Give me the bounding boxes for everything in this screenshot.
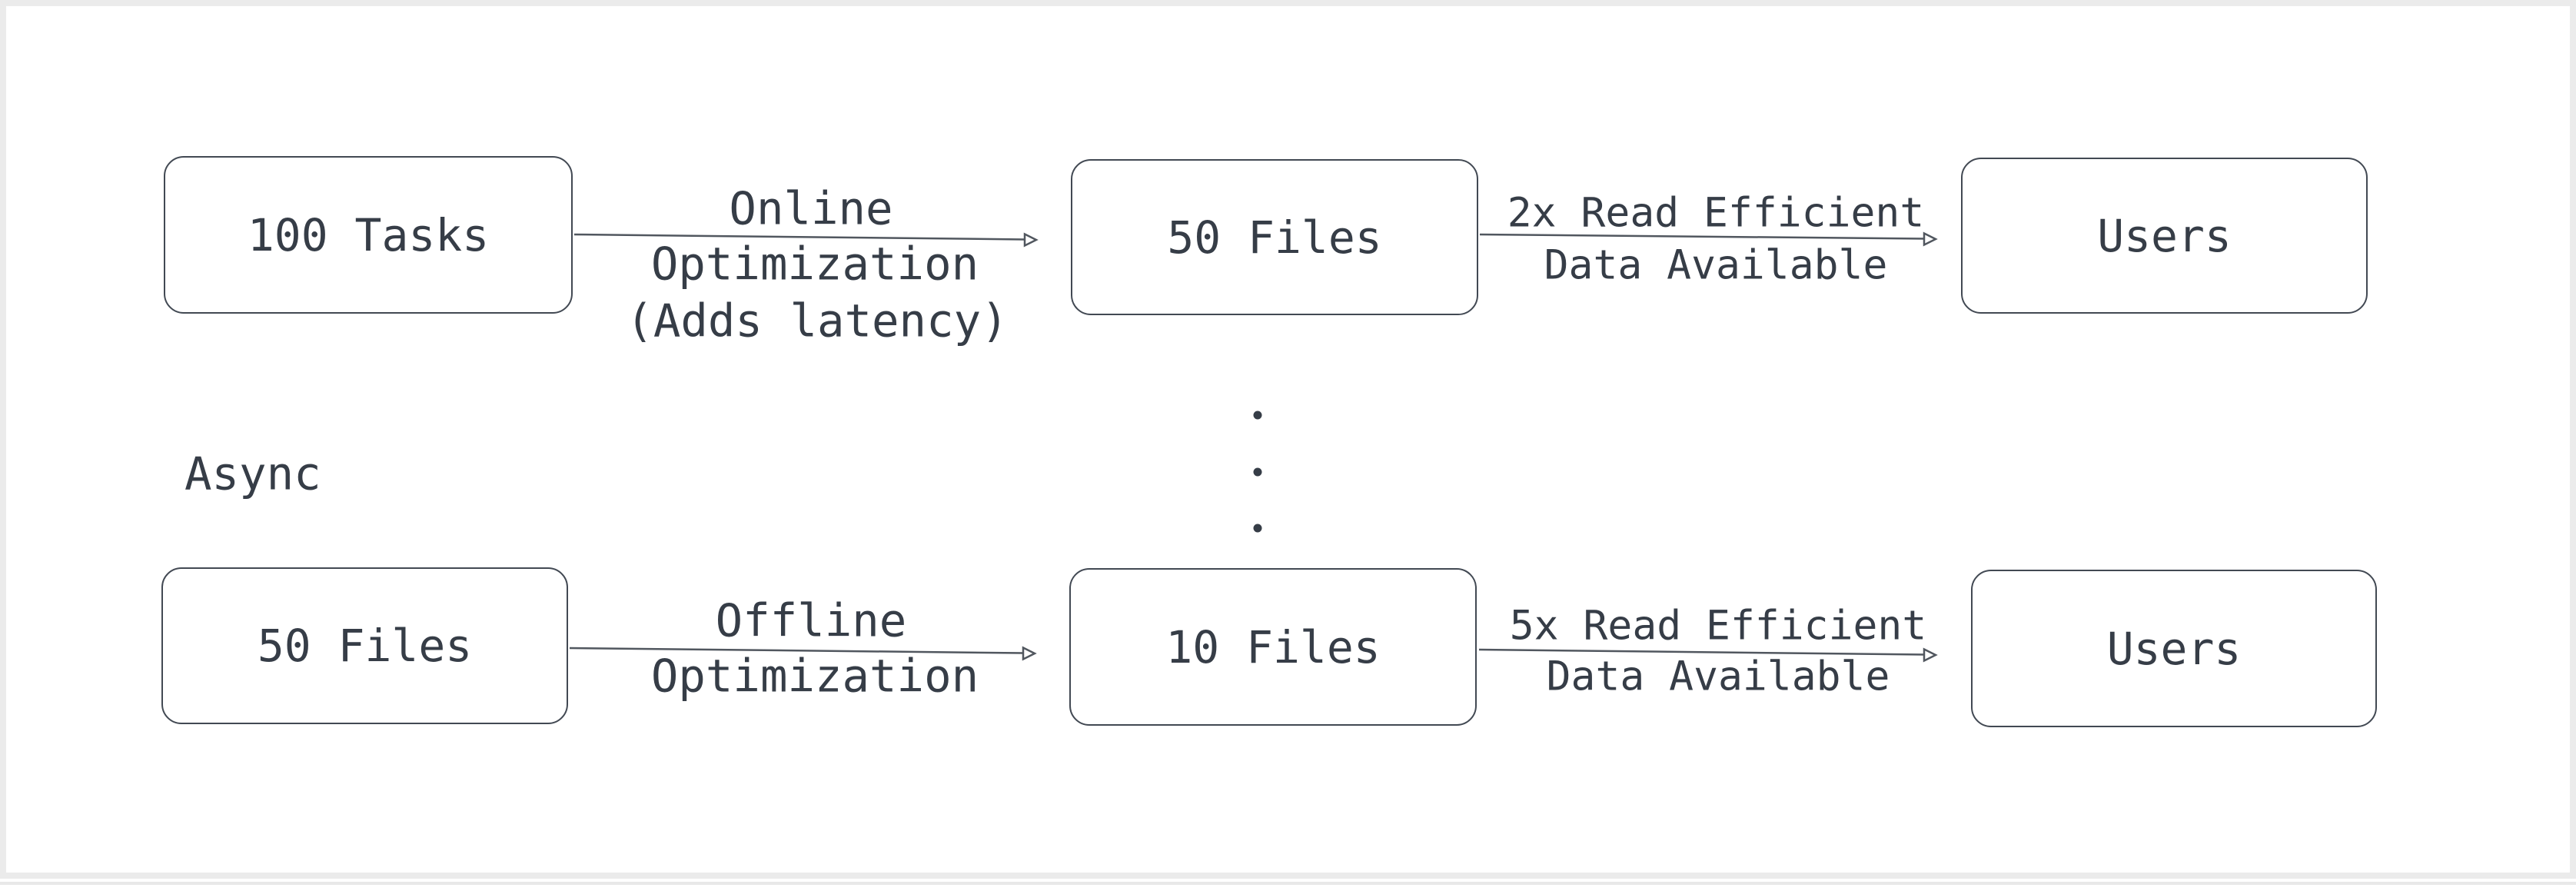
edge-label-data-available-top: Data Available xyxy=(1544,241,1888,289)
node-users-bottom: Users xyxy=(1971,570,2377,727)
node-label: Users xyxy=(2106,622,2242,675)
node-50-files-top: 50 Files xyxy=(1071,159,1478,315)
node-label: Users xyxy=(2097,209,2232,262)
page-bottom-strip xyxy=(0,882,2576,885)
edge-label-online: Online xyxy=(729,181,893,235)
edge-label-offline: Offline xyxy=(715,593,907,647)
flow-arrows-layer xyxy=(569,231,1938,663)
node-label: 50 Files xyxy=(257,620,473,672)
node-100-tasks: 100 Tasks xyxy=(164,156,573,314)
edge-label-adds-latency: (Adds latency) xyxy=(626,294,1009,347)
edge-label-2x-read-efficient: 2x Read Efficient xyxy=(1507,189,1925,237)
node-label: 50 Files xyxy=(1167,211,1382,264)
node-label: 100 Tasks xyxy=(247,208,490,261)
node-50-files-bottom: 50 Files xyxy=(161,567,568,724)
async-label: Async xyxy=(184,447,321,500)
edge-label-data-available-bottom: Data Available xyxy=(1546,653,1890,700)
node-10-files: 10 Files xyxy=(1069,568,1477,726)
node-label: 10 Files xyxy=(1165,620,1381,673)
edge-label-offline-optimization: Optimization xyxy=(650,649,979,703)
vertical-ellipsis-icon xyxy=(1253,411,1262,533)
edge-label-online-optimization: Optimization xyxy=(650,237,979,291)
node-users-top: Users xyxy=(1961,158,2368,314)
edge-label-5x-read-efficient: 5x Read Efficient xyxy=(1509,602,1927,650)
